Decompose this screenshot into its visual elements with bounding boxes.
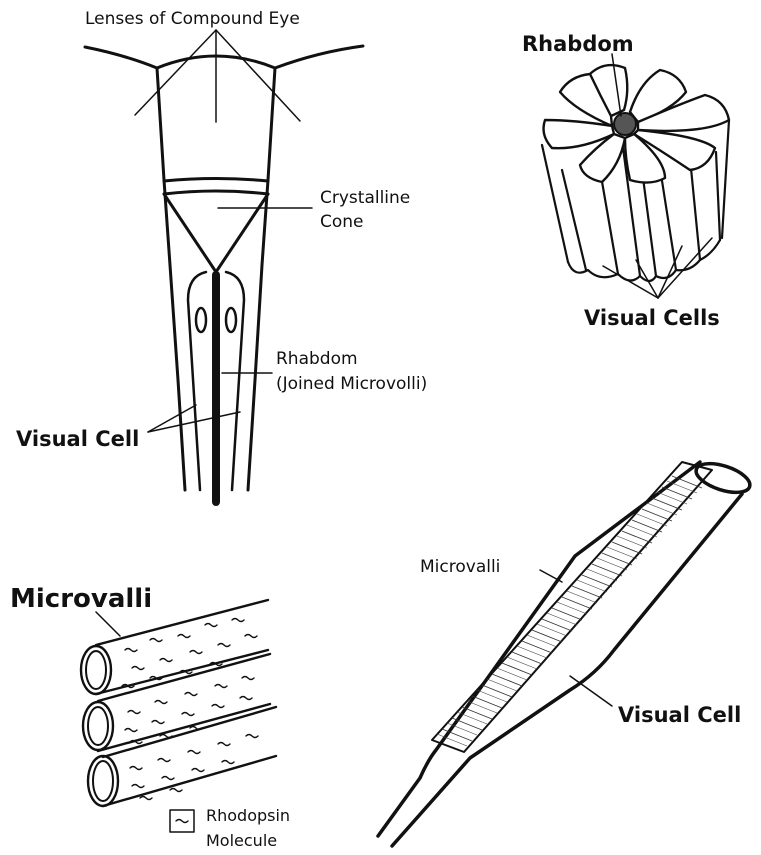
microvalli-right-label: Microvalli	[420, 557, 500, 577]
lenses-label: Lenses of Compound Eye	[85, 9, 300, 29]
microvalli-tubes	[81, 600, 276, 832]
crystalline-cone-label-line1: Crystalline	[320, 188, 410, 208]
visual-cell-right-label: Visual Cell	[618, 703, 741, 727]
rhabdom-label-line1: Rhabdom	[276, 349, 358, 369]
rhodopsin-label-line1: Rhodopsin	[206, 806, 290, 825]
microvalli-big-label: Microvalli	[10, 584, 152, 614]
visual-cells-label: Visual Cells	[584, 306, 720, 330]
rhodopsin-label-line2: Molecule	[206, 831, 277, 850]
visual-cell-bundle	[542, 54, 729, 298]
rhabdom-label-line2: (Joined Microvolli)	[276, 374, 427, 394]
visual-cell-detail	[378, 458, 753, 846]
crystalline-cone-label-line2: Cone	[320, 212, 364, 232]
visual-cell-label-left: Visual Cell	[16, 427, 139, 451]
rhabdom-top-label: Rhabdom	[522, 32, 634, 56]
